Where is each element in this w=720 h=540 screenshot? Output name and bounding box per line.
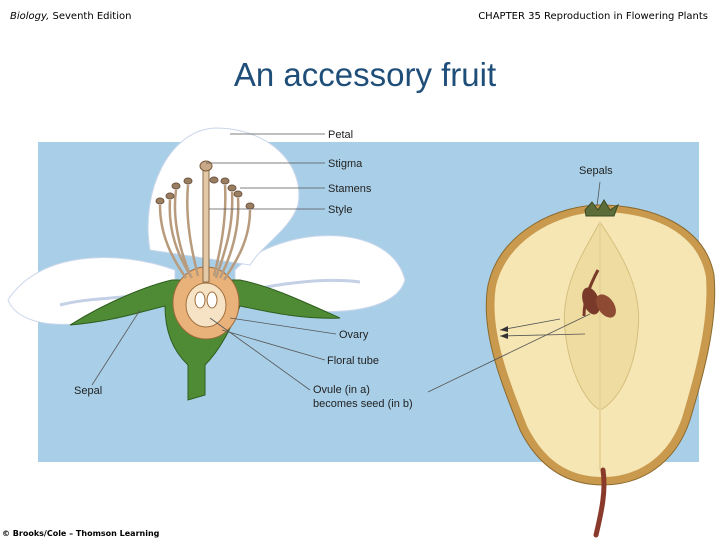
chapter-header: CHAPTER 35 Reproduction in Flowering Pla…: [478, 11, 708, 22]
book-header: Biology, Seventh Edition: [10, 11, 131, 22]
pear-stem: [593, 467, 607, 538]
flower-ovary: [185, 282, 227, 328]
label-ovary: Ovary: [339, 329, 369, 341]
label-stigma: Stigma: [328, 158, 363, 170]
slide-title: An accessory fruit: [233, 56, 497, 93]
label-sepal: Sepal: [74, 385, 102, 397]
style: [202, 169, 210, 283]
flower-illustration: [7, 127, 406, 401]
pear-illustration: [485, 199, 716, 538]
petal-top: [147, 127, 300, 266]
label-petal: Petal: [328, 129, 353, 141]
pear-seed: [582, 287, 600, 315]
ovule: [194, 291, 206, 309]
pear-sepals: [584, 199, 619, 217]
label-floral-tube: Floral tube: [327, 355, 379, 367]
label-sepals: Sepals: [579, 165, 613, 177]
book-title: Biology,: [10, 11, 50, 22]
stigma: [199, 160, 213, 172]
label-stamens: Stamens: [328, 183, 372, 195]
label-ovule-line2: becomes seed (in b): [313, 398, 413, 410]
copyright-credit: © Brooks/Cole – Thomson Learning: [2, 529, 160, 538]
stamens: [158, 184, 252, 281]
label-style: Style: [328, 204, 352, 216]
label-ovule-line1: Ovule (in a): [313, 384, 370, 396]
flower-sepals: [69, 279, 341, 401]
book-edition: Seventh Edition: [52, 11, 132, 22]
